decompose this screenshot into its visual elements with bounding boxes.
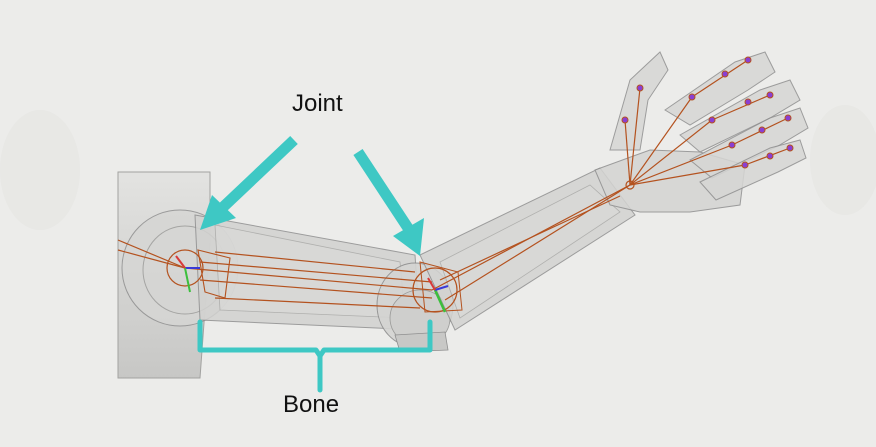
- background-watermark: [0, 105, 876, 230]
- bone-label: Bone: [283, 391, 340, 418]
- skeleton-bone-lines: [117, 59, 791, 309]
- bone-bracket: [197, 319, 433, 393]
- finger-joint-markers: [621, 56, 794, 190]
- elbow-joint-rig: [412, 261, 463, 313]
- joint-arrow-right: [353, 148, 424, 256]
- joint-label: Joint: [292, 90, 343, 117]
- shoulder-joint-rig: [166, 249, 231, 299]
- joint-arrow-left: [200, 136, 298, 230]
